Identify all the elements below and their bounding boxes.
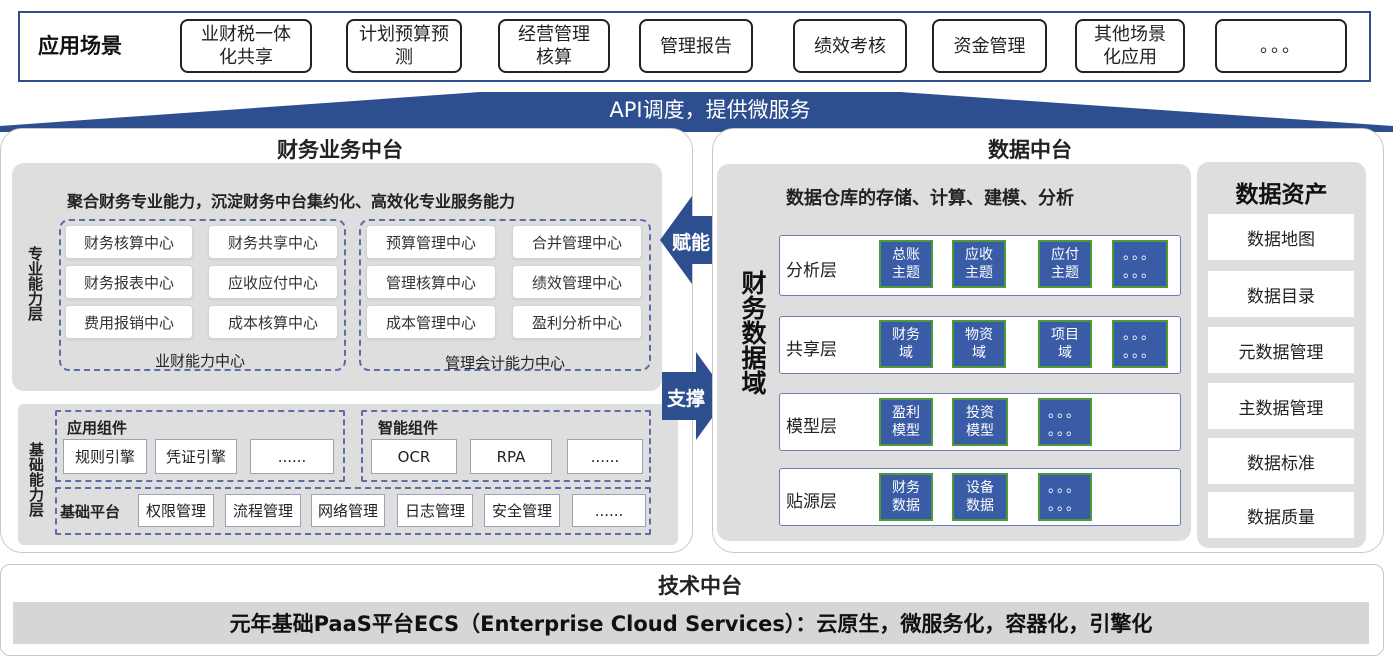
- layer-box[interactable]: 盈利 模型: [879, 398, 933, 446]
- asset-item[interactable]: 数据目录: [1208, 271, 1354, 317]
- smart-components-label: 智能组件: [378, 419, 439, 437]
- support-label: 支撑: [667, 388, 706, 410]
- layer-label: 模型层: [786, 417, 837, 437]
- base-layer-label: 基础能力层: [27, 442, 45, 517]
- empower-label: 赋能: [672, 232, 711, 254]
- component-item[interactable]: OCR: [371, 439, 457, 474]
- layer-box[interactable]: 总账 主题: [879, 240, 933, 288]
- smart-components-group: [361, 410, 651, 482]
- api-label: API调度，提供微服务: [609, 98, 811, 122]
- component-item[interactable]: 凭证引擎: [155, 439, 237, 474]
- layer-box[interactable]: 应收 主题: [952, 240, 1006, 288]
- component-item-more[interactable]: ......: [567, 439, 643, 474]
- scenario-item[interactable]: 其他场景 化应用: [1075, 19, 1185, 73]
- group-biz-finance-label: 业财能力中心: [155, 352, 246, 370]
- scenario-title: 应用场景: [38, 34, 122, 58]
- capability-center[interactable]: 管理核算中心: [366, 265, 496, 299]
- capability-center[interactable]: 成本核算中心: [208, 305, 338, 339]
- scenario-item-more[interactable]: 。。。: [1215, 19, 1347, 73]
- scenario-item[interactable]: 资金管理: [932, 19, 1047, 73]
- capability-center[interactable]: 盈利分析中心: [512, 305, 642, 339]
- layer-box[interactable]: 应付 主题: [1038, 240, 1092, 288]
- layer-box[interactable]: 物资 域: [952, 320, 1006, 368]
- platform-item[interactable]: 安全管理: [484, 494, 560, 527]
- base-platform-label: 基础平台: [60, 503, 121, 521]
- asset-item[interactable]: 数据质量: [1208, 492, 1354, 538]
- asset-item[interactable]: 数据标准: [1208, 438, 1354, 484]
- platform-item[interactable]: 流程管理: [225, 494, 301, 527]
- tech-title: 技术中台: [658, 574, 742, 598]
- layer-label: 共享层: [786, 340, 837, 360]
- scenario-item[interactable]: 计划预算预 测: [346, 19, 462, 73]
- layer-box-more[interactable]: 。。。 。。。: [1038, 398, 1092, 446]
- data-title: 数据中台: [988, 138, 1072, 162]
- asset-item[interactable]: 主数据管理: [1208, 383, 1354, 429]
- capability-center[interactable]: 应收应付中心: [208, 265, 338, 299]
- scenario-item[interactable]: 经营管理 核算: [498, 19, 610, 73]
- component-item-more[interactable]: ......: [250, 439, 334, 474]
- component-item[interactable]: 规则引擎: [63, 439, 147, 474]
- finance-subtitle: 聚合财务专业能力，沉淀财务中台集约化、高效化专业服务能力: [67, 192, 516, 211]
- layer-box[interactable]: 投资 模型: [952, 398, 1008, 446]
- empower-arrow-icon: [660, 196, 726, 284]
- support-arrow-icon: [662, 352, 728, 440]
- layer-box-more[interactable]: 。。。 。。。: [1038, 473, 1092, 521]
- capability-center[interactable]: 财务报表中心: [65, 265, 193, 299]
- layer-label: 贴源层: [786, 492, 837, 512]
- layer-box[interactable]: 财务 域: [879, 320, 933, 368]
- platform-item-more[interactable]: ......: [572, 494, 646, 527]
- tech-banner: 元年基础PaaS平台ECS（Enterprise Cloud Services）…: [13, 602, 1369, 644]
- layer-box-more[interactable]: 。。。 。。。: [1112, 320, 1168, 368]
- data-subtitle: 数据仓库的存储、计算、建模、分析: [786, 188, 1074, 209]
- asset-item[interactable]: 数据地图: [1208, 214, 1354, 260]
- layer-box[interactable]: 财务 数据: [879, 473, 933, 521]
- finance-title: 财务业务中台: [277, 138, 403, 162]
- base-platform-group: [55, 487, 651, 535]
- platform-item[interactable]: 网络管理: [311, 494, 385, 527]
- capability-center[interactable]: 财务核算中心: [65, 225, 193, 259]
- layer-box[interactable]: 项目 域: [1038, 320, 1092, 368]
- layer-box[interactable]: 设备 数据: [952, 473, 1008, 521]
- finance-data-domain-label: 财务数据域: [738, 270, 767, 395]
- data-assets-title: 数据资产: [1235, 182, 1328, 208]
- group-biz-finance: [59, 219, 346, 371]
- capability-center[interactable]: 财务共享中心: [208, 225, 338, 259]
- layer-label: 分析层: [786, 261, 837, 281]
- app-components-label: 应用组件: [67, 419, 128, 437]
- scenario-item[interactable]: 业财税一体 化共享: [180, 19, 312, 73]
- component-item[interactable]: RPA: [470, 439, 552, 474]
- capability-center[interactable]: 合并管理中心: [512, 225, 642, 259]
- capability-center[interactable]: 成本管理中心: [366, 305, 496, 339]
- capability-center[interactable]: 预算管理中心: [366, 225, 496, 259]
- platform-item[interactable]: 日志管理: [397, 494, 473, 527]
- scenario-item[interactable]: 绩效考核: [793, 19, 907, 73]
- group-mgmt-accounting-label: 管理会计能力中心: [445, 354, 566, 372]
- group-mgmt-accounting: [359, 219, 651, 371]
- asset-item[interactable]: 元数据管理: [1208, 327, 1354, 373]
- capability-center[interactable]: 费用报销中心: [65, 305, 193, 339]
- app-components-group: [55, 410, 345, 482]
- capability-center[interactable]: 绩效管理中心: [512, 265, 642, 299]
- pro-layer-label: 专业能力层: [26, 246, 44, 321]
- scenario-item[interactable]: 管理报告: [639, 19, 753, 73]
- platform-item[interactable]: 权限管理: [138, 494, 214, 527]
- api-band: [0, 92, 1393, 132]
- layer-box-more[interactable]: 。。。 。。。: [1112, 240, 1168, 288]
